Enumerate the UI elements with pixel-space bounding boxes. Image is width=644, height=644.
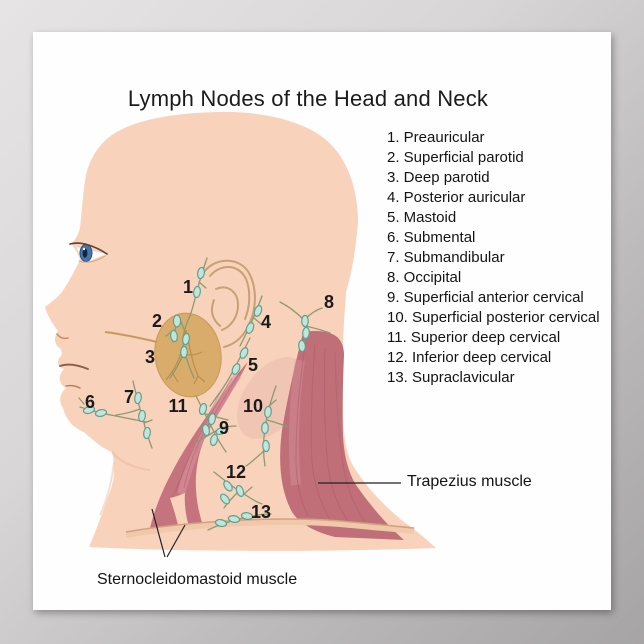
face-lines xyxy=(56,333,89,389)
ear xyxy=(203,259,256,348)
legend-item: 1. Preauricular xyxy=(387,129,485,146)
legend-item: 13. Supraclavicular xyxy=(387,369,515,386)
marker-11: 11 xyxy=(168,396,187,416)
marker-13: 13 xyxy=(251,502,271,522)
scm-pointer-line-left xyxy=(151,508,166,558)
marker-3: 3 xyxy=(145,347,155,367)
legend-item: 7. Submandibular xyxy=(387,249,505,266)
marker-9: 9 xyxy=(219,418,229,438)
occipital-chain xyxy=(279,301,331,347)
marker-4: 4 xyxy=(261,312,271,332)
marker-6: 6 xyxy=(85,392,95,412)
sternocleidomastoid-muscle xyxy=(150,362,248,530)
pointer-lines xyxy=(151,482,401,558)
legend-item: 8. Occipital xyxy=(387,269,462,286)
legend-item: 5. Mastoid xyxy=(387,209,457,226)
legend-item: 12. Inferior deep cervical xyxy=(387,349,552,366)
legend-item: 3. Deep parotid xyxy=(387,169,490,186)
legend-item: 9. Superficial anterior cervical xyxy=(387,289,584,306)
marker-5: 5 xyxy=(248,355,258,375)
clavicle xyxy=(125,518,415,538)
poster-text-layer: Lymph Nodes of the Head and Neck 1. Prea… xyxy=(33,32,611,610)
parotid-duct xyxy=(104,331,158,343)
marker-1: 1 xyxy=(183,277,193,297)
lymph-vessels xyxy=(78,257,331,531)
poster-title: Lymph Nodes of the Head and Neck xyxy=(127,86,489,111)
legend-item: 10. Superficial posterior cervical xyxy=(387,309,600,326)
marker-2: 2 xyxy=(152,311,162,331)
marker-10: 10 xyxy=(243,396,263,416)
eye xyxy=(69,242,108,263)
lymph-nodes xyxy=(82,266,310,528)
lymph-node-legend: 1. Preauricular 2. Superficial parotid 3… xyxy=(387,128,617,388)
legend-item: 6. Submental xyxy=(387,229,476,246)
scm-pointer-line-right xyxy=(166,524,186,558)
marker-12: 12 xyxy=(226,462,246,482)
sternocleidomastoid-label: Sternocleidomastoid muscle xyxy=(97,571,298,588)
marker-numbers: 1 2 3 4 5 6 7 8 9 10 11 12 13 xyxy=(85,277,334,522)
trapezius-label: Trapezius muscle xyxy=(407,473,532,490)
legend-item: 4. Posterior auricular xyxy=(387,189,526,206)
legend-item: 11. Superior deep cervical xyxy=(387,329,561,346)
submandibular-chain xyxy=(115,380,153,449)
posterior-auricular-chain xyxy=(239,295,263,347)
superficial-parotid-chain xyxy=(165,315,191,343)
legend-item: 2. Superficial parotid xyxy=(387,149,524,166)
trapezius-muscle xyxy=(280,330,404,540)
marker-7: 7 xyxy=(124,387,134,407)
deep-cervical-chain xyxy=(193,395,237,453)
marker-8: 8 xyxy=(324,292,334,312)
